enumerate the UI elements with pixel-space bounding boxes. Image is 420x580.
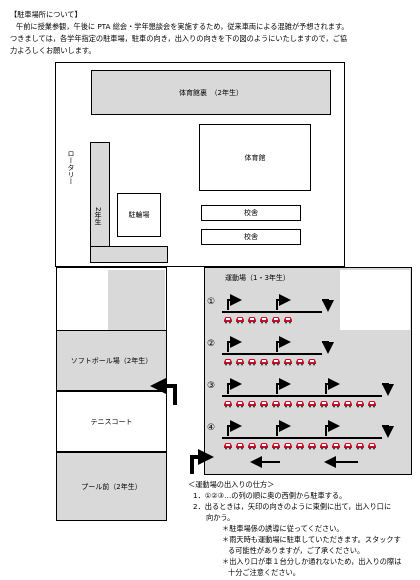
rotary-grade-label: 2年生 (94, 207, 102, 226)
instruction-note-1: ＊駐車場係の誘導に従ってください。 (222, 524, 344, 533)
instruction-item-1: 1．①②③…の列の順に奥の西側から駐車する。 (193, 491, 347, 500)
notice-title: 【駐車場所について】 (10, 10, 82, 19)
school-label-1: 校舎 (244, 209, 258, 217)
rotary-area-vertical (90, 142, 110, 248)
gym-label: 体育館 (244, 153, 266, 162)
school-building-1: 校舎 (201, 205, 301, 221)
tennis-label: テニスコート (90, 417, 133, 426)
softball-label: ソフトボール場（2年生） (70, 356, 153, 365)
softball-parking: ソフトボール場（2年生） (56, 330, 167, 391)
school-label-2: 校舎 (244, 233, 258, 241)
row-number-4: ④ (207, 423, 216, 433)
parking-row-4 (222, 420, 394, 450)
instructions-title: ＜運動場の出入りの仕方＞ (188, 480, 275, 489)
softball-white-corner (60, 270, 108, 330)
pool-label: プール前（2年生） (81, 482, 142, 491)
ground-white-corner (340, 270, 410, 330)
entrance-arrows (150, 378, 214, 474)
notice-line-2: つきましては，各学年指定の駐車場，駐車の向き，出入りの向きを下の図のようにいたし… (10, 34, 347, 43)
tennis-court: テニスコート (56, 391, 167, 452)
instruction-note-3b: 十分ご注意ください。 (228, 568, 300, 577)
parking-row-2 (222, 336, 334, 366)
bicycle-parking: 駐輪場 (117, 193, 161, 237)
instruction-item-2b: 向かう。 (206, 513, 235, 522)
pool-front-parking: プール前（2年生） (56, 452, 167, 521)
softball-gray-top (108, 270, 165, 330)
row-number-2: ② (207, 339, 216, 349)
rotary-area-horizontal (90, 246, 168, 263)
rotary-label: ロータリー (67, 150, 75, 185)
notice-line-3: 力よろしくお願いします。 (10, 46, 96, 55)
ground-label: 運動場（1・3年生） (225, 274, 290, 282)
gym-back-parking: 体育館裏 （2年生） (91, 70, 331, 115)
row-number-1: ① (207, 297, 216, 307)
parking-row-1 (222, 294, 334, 324)
instruction-note-2b: る可能性がありますが，ご了承ください。 (228, 546, 365, 555)
row-number-3: ③ (207, 381, 216, 391)
gym-back-label: 体育館裏 （2年生） (179, 88, 243, 97)
gym-building: 体育館 (199, 124, 311, 191)
instruction-note-3a: ＊出入り口が車１台分しか通れないため，出入りの際は (222, 557, 402, 566)
instruction-note-2a: ＊雨天時も運動場に駐車していただきます。スタックす (222, 535, 401, 544)
parking-row-3 (222, 378, 394, 408)
school-grounds-outline (55, 62, 345, 267)
notice-line-1: 午前に授業参観，午後に PTA 総会・学年懇談会を実施するため，従来車両による混… (16, 22, 349, 31)
instruction-item-2a: 2．出るときは，矢印の向きのように東側に出て，出入り口に (193, 502, 392, 511)
bicycle-label: 駐輪場 (128, 211, 150, 219)
school-building-2: 校舎 (201, 229, 301, 245)
